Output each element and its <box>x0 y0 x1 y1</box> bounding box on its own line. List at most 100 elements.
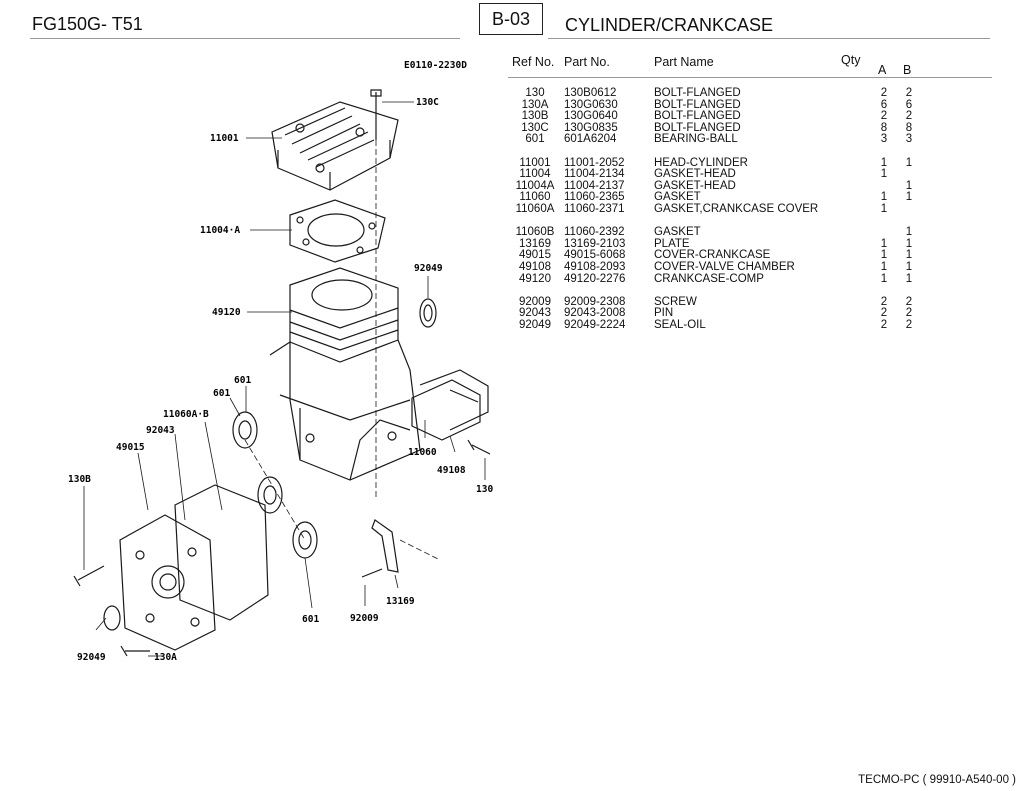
header-rule-right <box>548 38 990 39</box>
section-title: CYLINDER/CRANKCASE <box>565 15 774 35</box>
qty-a-cell: 1 <box>880 202 888 215</box>
qty-b-cell: 1 <box>905 191 913 204</box>
qty-a-cell: 1 <box>880 156 888 169</box>
oil-seal-lower-drawing <box>103 605 121 631</box>
qty-b-cell: 1 <box>905 260 913 273</box>
ref-no-cell: 11060B <box>515 226 555 239</box>
part-no-cell: 11004-2134 <box>564 168 625 181</box>
qty-a-cell: 3 <box>880 133 888 146</box>
callout-11060: 11060 <box>408 447 437 458</box>
head-gasket-drawing <box>289 199 386 263</box>
part-no-cell: 11060-2365 <box>564 191 625 204</box>
qty-a-cell: 1 <box>880 260 888 273</box>
part-name-cell: BEARING-BALL <box>654 133 738 146</box>
callout-130c: 130C <box>416 97 439 108</box>
qty-a-cell: 2 <box>880 318 888 331</box>
table-row: 13169 13169-2103 PLATE 1 1 <box>508 237 992 251</box>
callout-11004a: 11004·A <box>200 225 240 236</box>
qty-a-cell: 1 <box>880 168 888 181</box>
section-code-box: B-03 <box>479 3 543 35</box>
qty-b-cell: 1 <box>905 237 913 250</box>
part-no-cell: 49108-2093 <box>564 260 626 273</box>
part-no-cell: 11001-2052 <box>564 156 625 169</box>
part-name-cell: PLATE <box>654 237 690 250</box>
ref-no-cell: 11060 <box>519 191 551 204</box>
callout-130a: 130A <box>154 652 177 663</box>
header-rule-left <box>30 38 460 39</box>
part-name-cell: BOLT-FLANGED <box>654 98 741 111</box>
callout-601-bottom: 601 <box>302 614 319 625</box>
part-no-cell: 49015-6068 <box>564 249 626 262</box>
callout-601-top: 601 <box>234 375 251 386</box>
part-name-cell: COVER-VALVE CHAMBER <box>654 260 795 273</box>
plate-drawing <box>371 519 399 573</box>
exploded-parts-diagram: E0110-2230D 130C 11001 11004·A 92049 491… <box>68 60 493 663</box>
part-name-cell: GASKET,CRANKCASE COVER <box>654 202 819 215</box>
qty-a-cell: 1 <box>880 272 888 285</box>
callout-92009: 92009 <box>350 613 379 624</box>
part-name-cell: GASKET <box>654 226 701 239</box>
header-part-name: Part Name <box>654 55 714 69</box>
qty-b-cell: 6 <box>905 98 913 111</box>
part-no-cell: 130G0835 <box>564 121 618 134</box>
qty-b-cell: 1 <box>905 179 913 192</box>
ref-no-cell: 130B <box>521 110 549 123</box>
bearing-drawing <box>232 411 318 559</box>
part-no-cell: 130G0630 <box>564 98 618 111</box>
ref-no-cell: 49015 <box>519 249 551 262</box>
qty-a-cell: 8 <box>880 121 888 134</box>
crankcase-drawing <box>269 267 421 481</box>
qty-a-cell: 2 <box>880 307 888 320</box>
part-no-cell: 11004-2137 <box>564 179 625 192</box>
qty-b-cell: 8 <box>905 121 913 134</box>
table-row: 11001 11001-2052 HEAD-CYLINDER 1 1 <box>508 156 992 170</box>
qty-a-cell: 1 <box>880 237 888 250</box>
ref-no-cell: 13169 <box>519 237 551 250</box>
ref-no-cell: 130C <box>521 121 549 134</box>
callout-601-second: 601 <box>213 388 230 399</box>
part-name-cell: BOLT-FLANGED <box>654 121 741 134</box>
callout-49015: 49015 <box>116 442 145 453</box>
ref-no-cell: 11001 <box>519 156 551 169</box>
ref-no-cell: 11060A <box>515 202 555 215</box>
part-name-cell: PIN <box>654 307 674 320</box>
ref-no-cell: 92049 <box>519 318 551 331</box>
ref-no-cell: 130 <box>525 87 545 99</box>
table-row: 130C 130G0835 BOLT-FLANGED 8 8 <box>508 121 992 135</box>
part-name-cell: GASKET-HEAD <box>654 168 736 181</box>
part-no-cell: 11060-2371 <box>564 202 625 215</box>
callout-130: 130 <box>476 484 493 495</box>
callout-49108: 49108 <box>437 465 466 476</box>
footer-code: TECMO-PC ( 99910-A540-00 ) <box>858 774 1016 786</box>
part-name-cell: SEAL-OIL <box>654 318 706 331</box>
header-part-no: Part No. <box>564 55 610 69</box>
part-name-cell: HEAD-CYLINDER <box>654 156 748 169</box>
drawing-number: E0110-2230D <box>404 60 467 71</box>
part-name-cell: GASKET-HEAD <box>654 179 736 192</box>
parts-table-header: Ref No. Part No. Part Name Qty A B <box>508 50 992 78</box>
qty-b-cell: 1 <box>905 156 913 169</box>
ref-no-cell: 49108 <box>519 260 551 273</box>
table-row: 49108 49108-2093 COVER-VALVE CHAMBER 1 1 <box>508 260 992 274</box>
qty-a-cell: 2 <box>880 295 888 308</box>
qty-a-cell: 2 <box>880 110 888 123</box>
callout-11001: 11001 <box>210 133 239 144</box>
part-no-cell: 92043-2008 <box>564 307 626 320</box>
header-ref-no: Ref No. <box>512 55 555 69</box>
ref-no-cell: 130A <box>521 98 549 111</box>
part-name-cell: BOLT-FLANGED <box>654 87 741 99</box>
table-header-rule <box>508 77 992 78</box>
part-no-cell: 13169-2103 <box>564 237 626 250</box>
qty-a-cell: 1 <box>880 249 888 262</box>
model-title: FG150G- T51 <box>32 14 143 34</box>
part-no-cell: 130G0640 <box>564 110 618 123</box>
callout-13169: 13169 <box>386 596 415 607</box>
cylinder-head-drawing <box>271 101 399 191</box>
